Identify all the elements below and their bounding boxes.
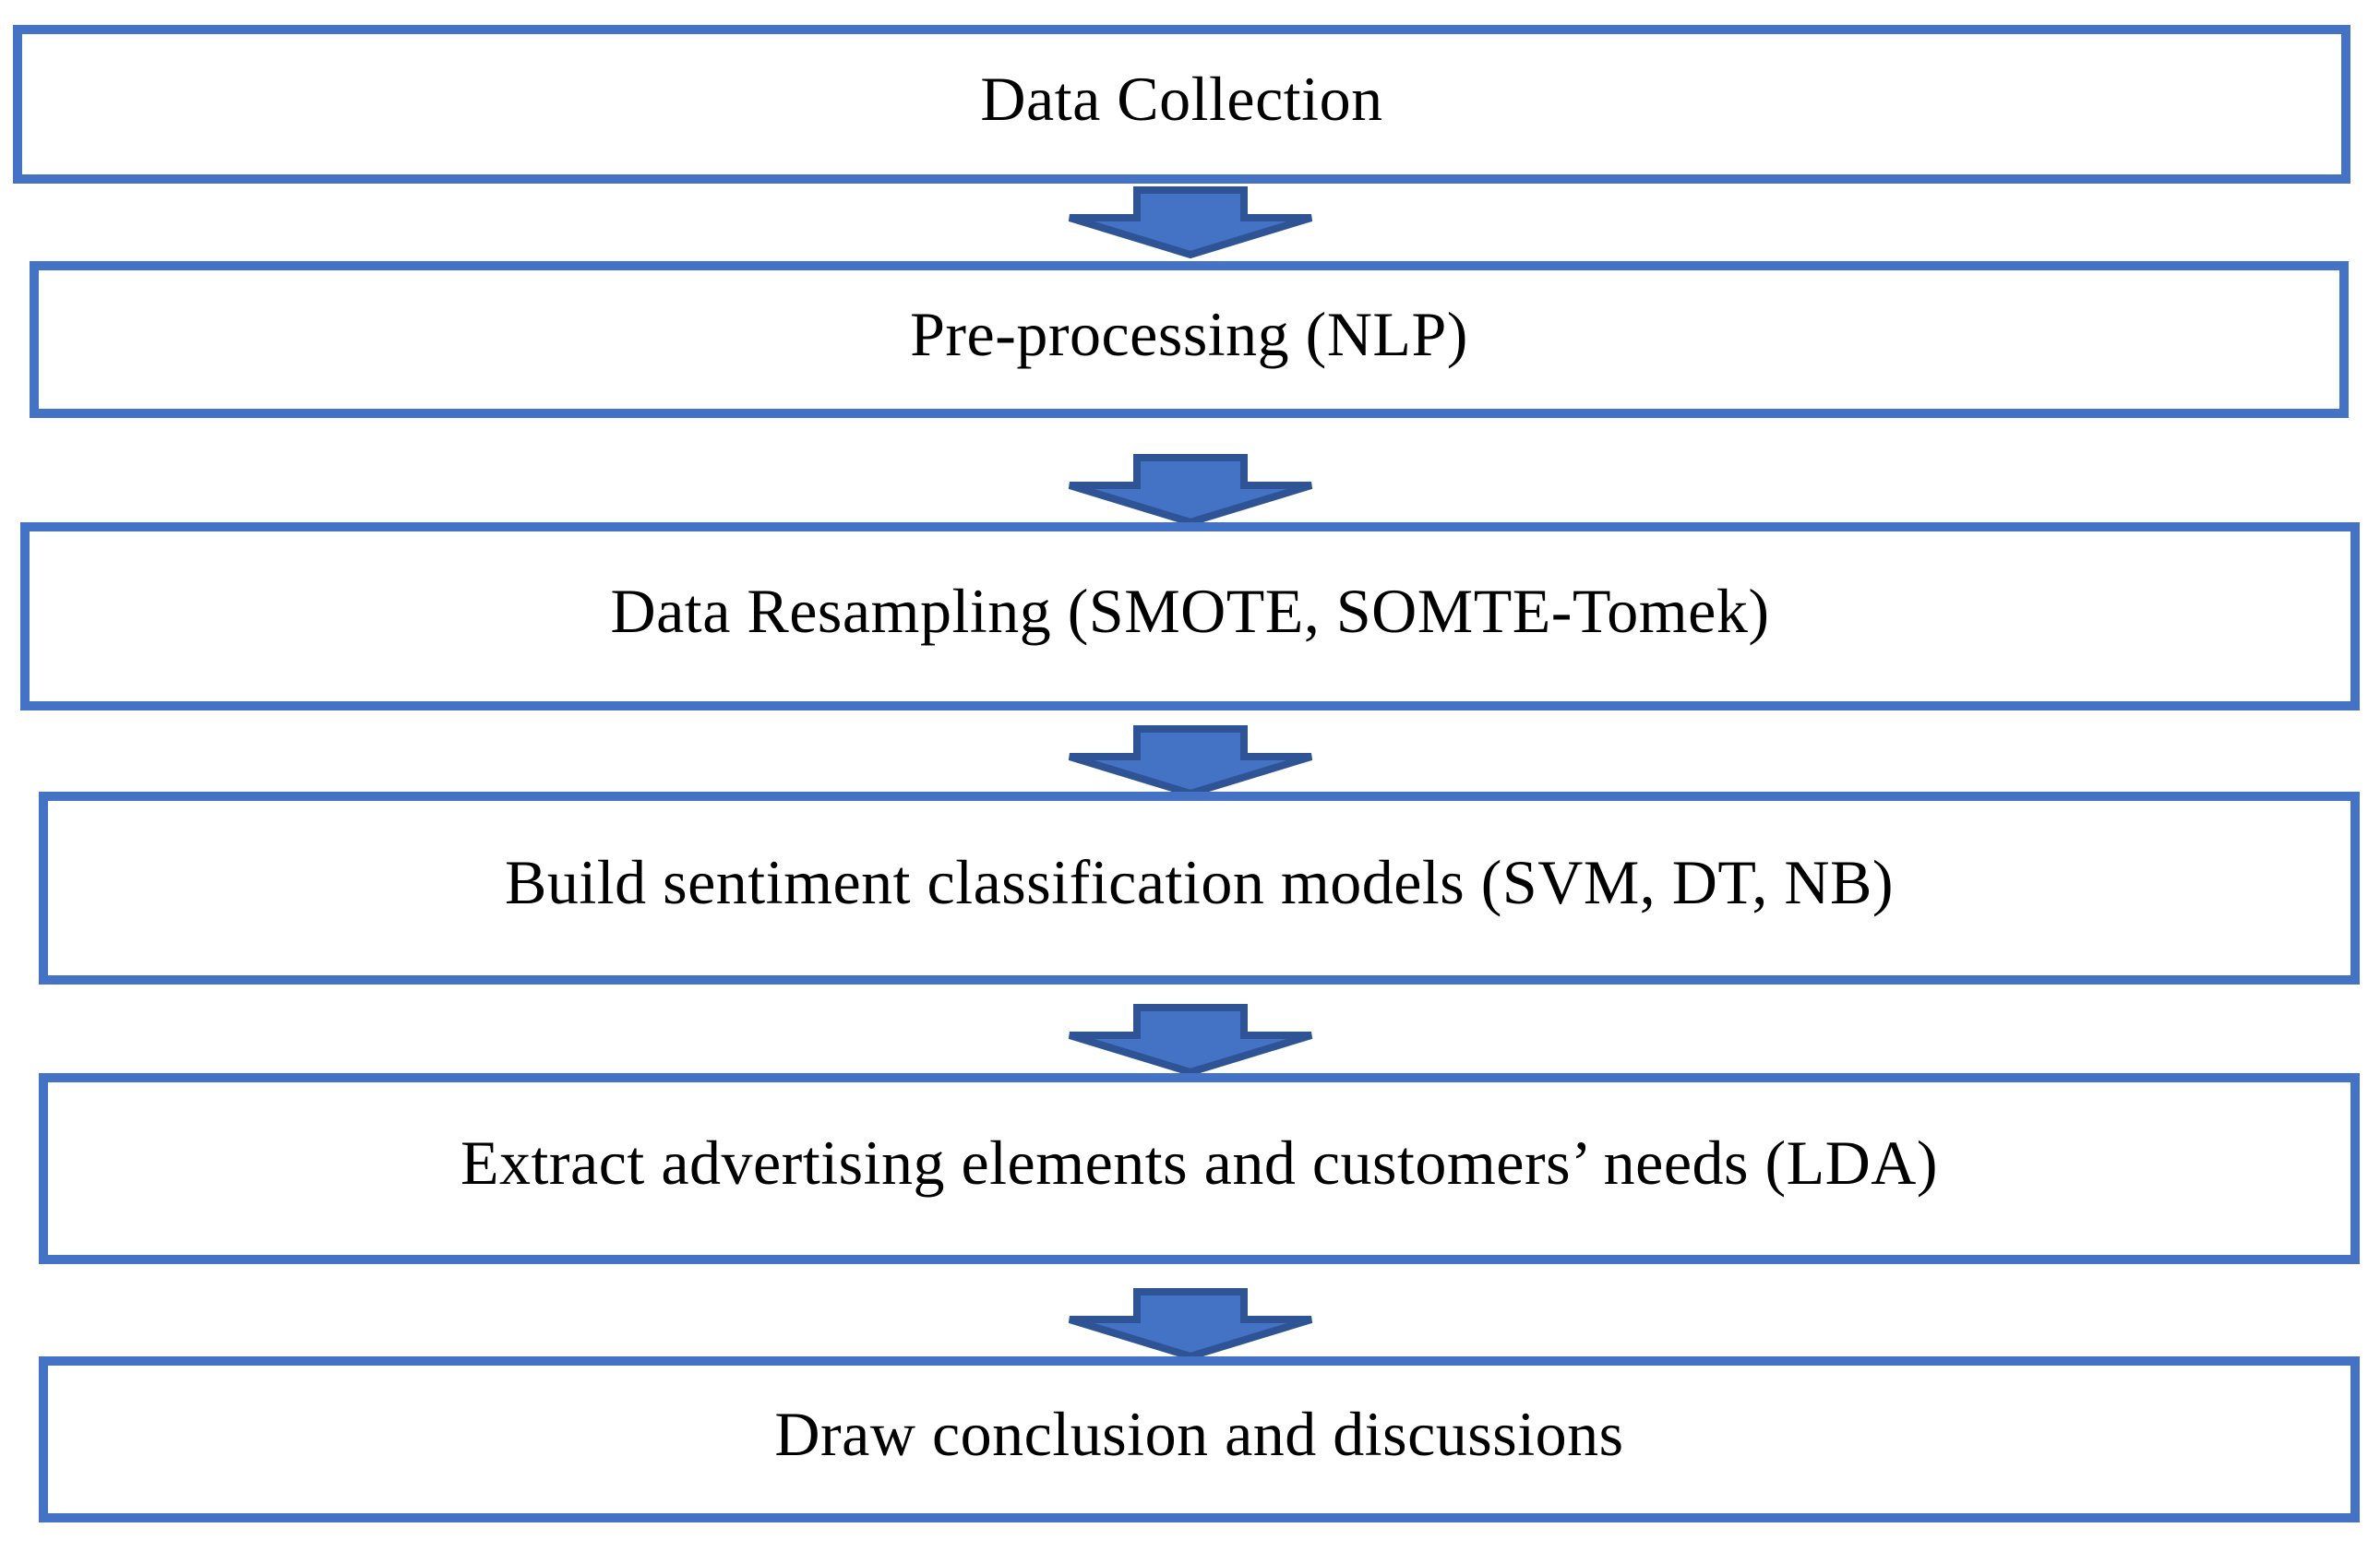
flow-step-pre-processing: Pre-processing (NLP) (30, 261, 2349, 418)
down-arrow-icon (1066, 725, 1315, 797)
flow-step-label: Data Collection (980, 63, 1383, 134)
flow-step-label: Build sentiment classification models (S… (505, 847, 1894, 918)
down-arrow-icon (1066, 186, 1315, 258)
flow-step-label: Draw conclusion and discussions (774, 1398, 1624, 1469)
flow-step-extract-elements: Extract advertising elements and custome… (39, 1073, 2360, 1264)
flow-step-label: Extract advertising elements and custome… (460, 1128, 1939, 1199)
down-arrow-icon (1066, 1004, 1315, 1076)
flow-step-conclusion: Draw conclusion and discussions (39, 1356, 2360, 1522)
down-arrow-icon (1066, 454, 1315, 526)
flow-step-label: Data Resampling (SMOTE, SOMTE-Tomek) (610, 575, 1770, 646)
down-arrow-icon (1066, 1288, 1315, 1360)
flow-step-data-collection: Data Collection (13, 25, 2350, 184)
flow-step-data-resampling: Data Resampling (SMOTE, SOMTE-Tomek) (20, 522, 2360, 710)
flow-step-build-models: Build sentiment classification models (S… (39, 792, 2360, 985)
flow-step-label: Pre-processing (NLP) (910, 298, 1468, 369)
